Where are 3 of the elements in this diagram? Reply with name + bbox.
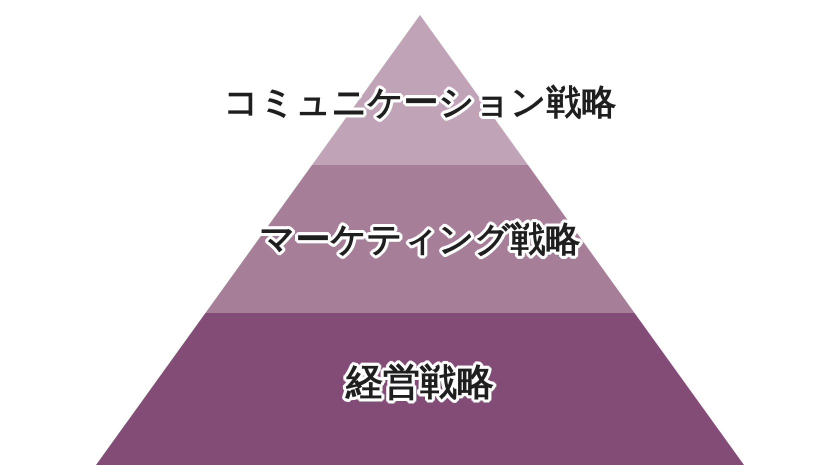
tier-label: 経営戦略 (346, 362, 494, 404)
tier-label: マーケティング戦略 (260, 220, 580, 260)
tier-label: コミュニケーション戦略 (224, 82, 616, 124)
